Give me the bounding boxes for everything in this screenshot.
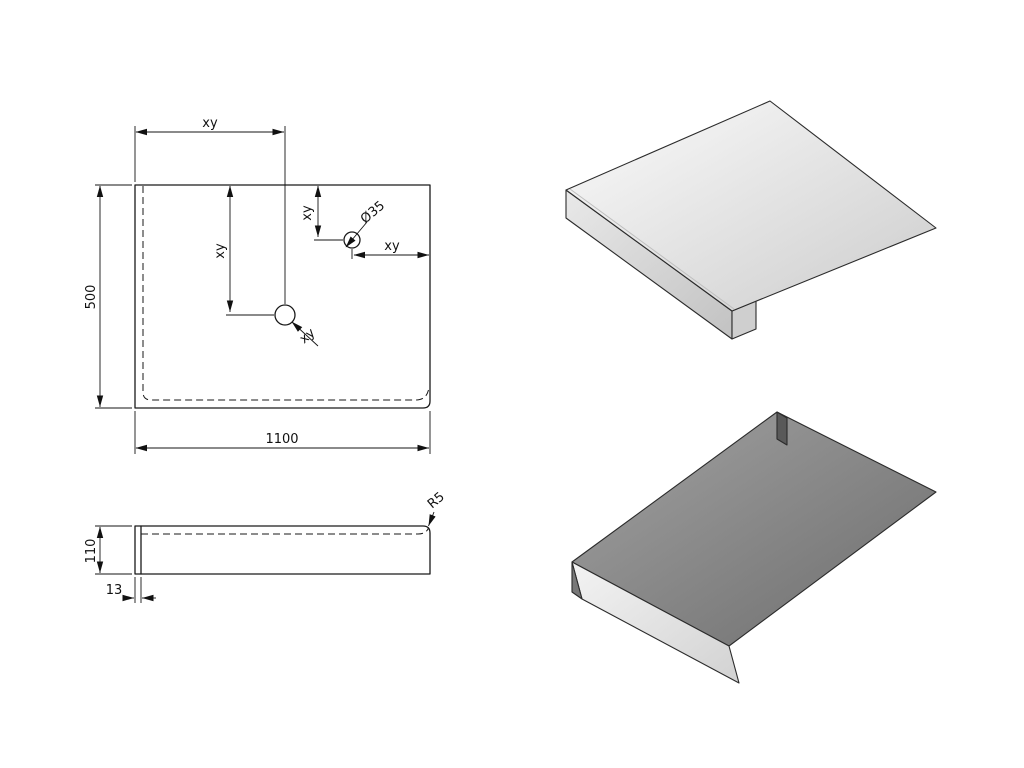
plan-fold-hidden-line <box>142 186 429 401</box>
leader-label-d35: Ø35 <box>358 198 388 227</box>
leader-line-hole1 <box>291 321 319 347</box>
leader-label-radius: R5 <box>425 489 448 512</box>
profile-hidden-line <box>141 527 429 535</box>
hole-large <box>274 304 296 326</box>
iso-bottom-left-cap <box>571 561 583 600</box>
leader-line-radius <box>428 511 436 527</box>
side-view: 110 13 R5 <box>84 489 448 603</box>
iso-bottom-far-fold <box>776 411 788 446</box>
profile-outline <box>134 525 431 575</box>
iso-top-bend-line <box>569 188 735 310</box>
dim-label-width: 1100 <box>265 432 298 447</box>
dim-label-y-hole1: xy <box>213 243 228 259</box>
plan-outline <box>134 184 431 409</box>
dim-label-x-top: xy <box>202 116 218 131</box>
plan-view: xy xy xy xy Ø35 xy 500 1100 <box>84 116 431 454</box>
iso-view-bottom <box>571 411 937 684</box>
hole-small-d35 <box>343 231 361 249</box>
dim-label-x-hole2: xy <box>384 239 400 254</box>
dim-label-y-hole2: xy <box>300 205 315 221</box>
iso-top-surface <box>565 100 937 312</box>
dim-label-depth: 500 <box>84 285 99 310</box>
iso-view-top <box>565 100 937 340</box>
dim-label-profile-height: 110 <box>84 539 99 564</box>
dim-label-fold: 13 <box>106 583 123 598</box>
leader-line-d35 <box>345 221 368 248</box>
